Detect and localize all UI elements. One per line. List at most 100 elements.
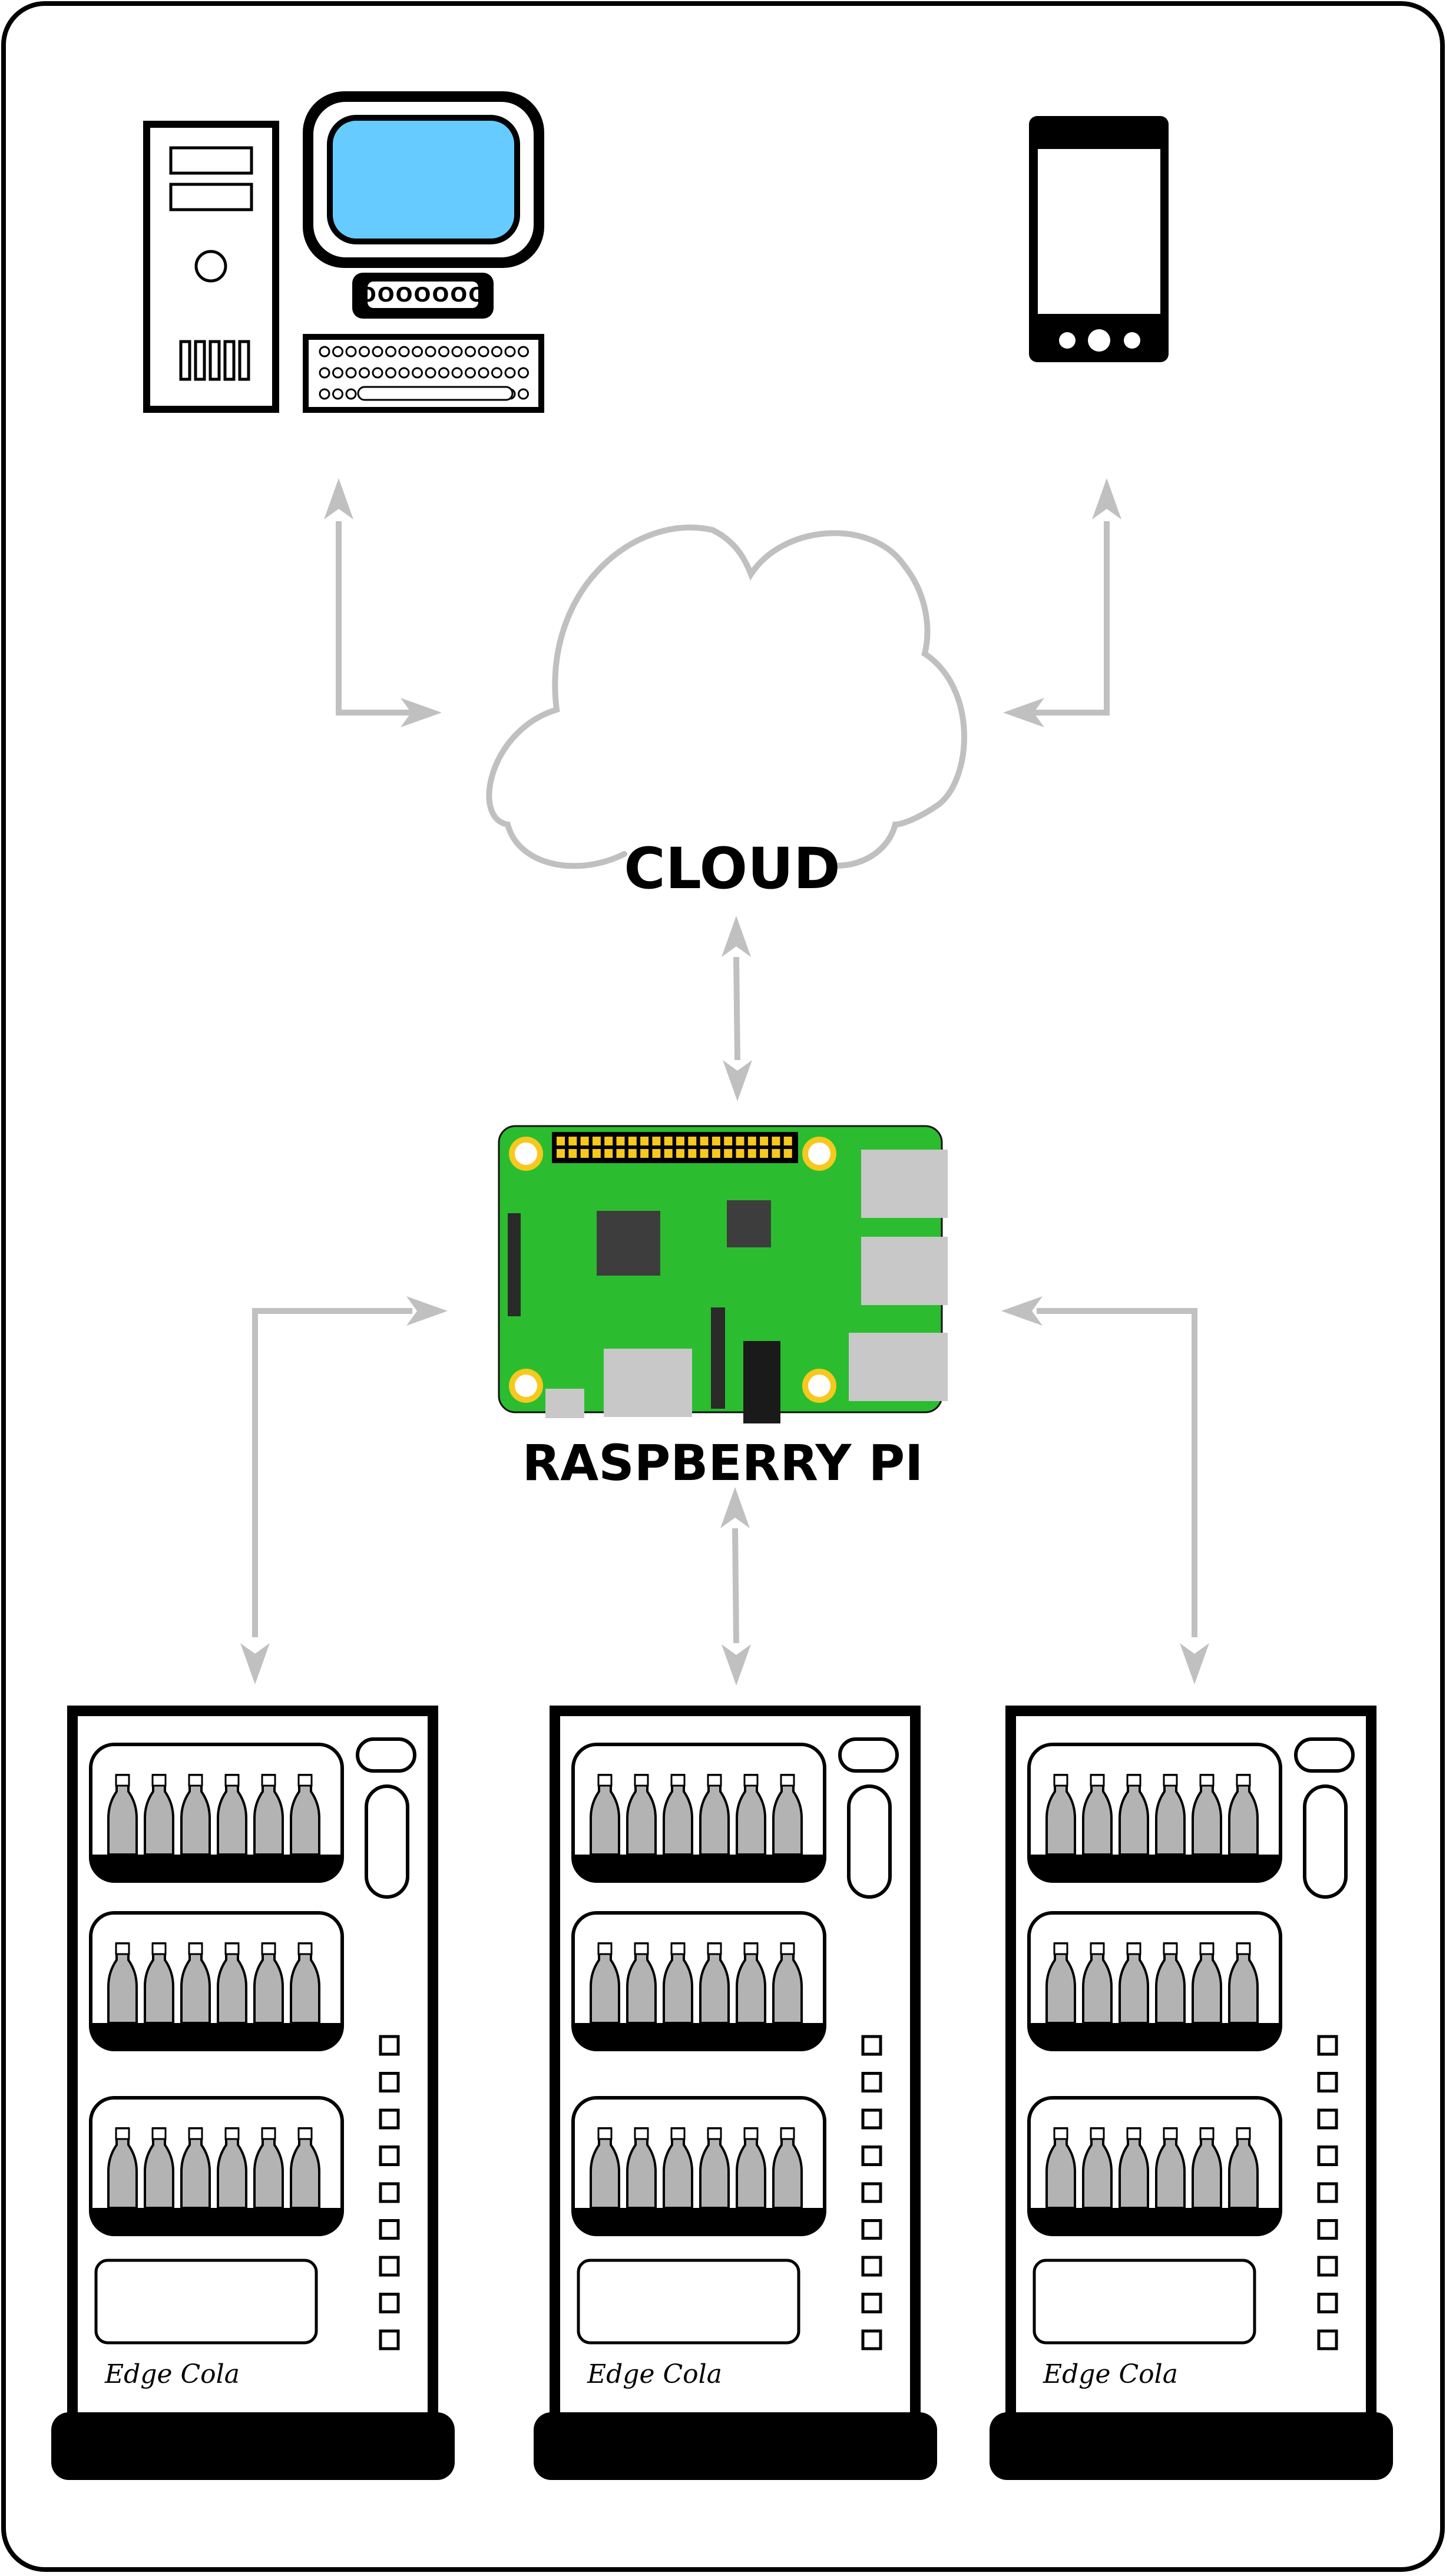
arrow-computer-cloud-line (336, 521, 412, 716)
selection-button (1317, 2329, 1338, 2350)
monitor-screen (327, 115, 520, 244)
dispense-tray (1033, 2259, 1256, 2345)
dispense-tray (577, 2259, 800, 2345)
vending-shelf (1027, 1911, 1282, 2051)
selection-button (379, 2108, 400, 2130)
coin-slot (356, 1737, 416, 1773)
bottle (736, 1774, 766, 1856)
vending-machine: Edge Cola (534, 1706, 937, 2480)
connection-arrows (240, 478, 1209, 1686)
arrow-pi-vm3-head-left (1001, 1296, 1043, 1326)
bottle (626, 1774, 657, 1856)
dispense-tray (94, 2259, 318, 2345)
bottle (699, 2127, 730, 2209)
bottle (1155, 1942, 1186, 2024)
bottle (736, 2127, 766, 2209)
selection-button (861, 2145, 882, 2166)
selection-button (1317, 2145, 1338, 2166)
raspberry-pi-label: RASPBERRY PI (522, 1434, 924, 1492)
selection-button (379, 2182, 400, 2203)
arrow-pi-vm1-head-right (406, 1296, 448, 1326)
selection-button (861, 2072, 882, 2092)
bottle (217, 1942, 247, 2024)
bottle (663, 1942, 693, 2024)
arrow-pi-vm2-head-up (720, 1487, 750, 1528)
bill-slot (365, 1784, 409, 1899)
selection-button (379, 2329, 400, 2350)
selection-button (1317, 2072, 1338, 2092)
bottle (1119, 1942, 1149, 2024)
vending-shelf (89, 1743, 344, 1883)
vending-shelf (89, 2096, 344, 2236)
arrow-cloud-pi-line (733, 956, 740, 1061)
bottle (107, 2127, 138, 2209)
raspberry-pi-icon: RASPBERRY PI (498, 1125, 948, 1492)
vending-shelf (571, 1743, 826, 1883)
bottle (144, 1774, 174, 1856)
selection-button (861, 2256, 882, 2277)
bottle (1155, 2127, 1186, 2209)
arrow-phone-cloud-head-left (1003, 698, 1044, 727)
brand-label: Edge Cola (1043, 2359, 1178, 2389)
bottle (290, 1942, 320, 2024)
selection-button (379, 2293, 400, 2313)
coin-slot (838, 1737, 899, 1773)
vending-machine: Edge Cola (51, 1706, 455, 2480)
cloud-icon: CLOUD (486, 524, 968, 902)
bottle (1228, 1942, 1259, 2024)
vending-shelf (1027, 2096, 1282, 2236)
selection-button (379, 2072, 400, 2092)
vending-shelf (571, 2096, 826, 2236)
bottle (180, 1942, 211, 2024)
bottle (626, 1942, 657, 2024)
brand-label: Edge Cola (104, 2359, 240, 2389)
bottle (180, 2127, 211, 2209)
selection-button (861, 2108, 882, 2130)
coin-slot (1294, 1737, 1355, 1773)
arrow-cloud-pi-head-down (723, 1060, 752, 1101)
bottle (1192, 1942, 1222, 2024)
bottle (772, 1942, 803, 2024)
vending-shelf (89, 1911, 344, 2051)
selection-button (861, 2293, 882, 2313)
vending-machine: Edge Cola (990, 1706, 1393, 2480)
arrow-phone-cloud-head-up (1092, 478, 1121, 519)
bottle (1045, 1774, 1076, 1856)
bottle (144, 2127, 174, 2209)
arrow-phone-cloud-line (1034, 521, 1110, 716)
computer-monitor: OOOOOOO (303, 91, 544, 319)
selection-button (1317, 2108, 1338, 2130)
bottle (144, 1942, 174, 2024)
arrow-pi-vm3-head-down (1180, 1643, 1209, 1684)
bottle (1045, 2127, 1076, 2209)
bottle (1192, 2127, 1222, 2209)
selection-button (379, 2219, 400, 2240)
selection-button (1317, 2256, 1338, 2277)
bottle (253, 2127, 284, 2209)
arrow-pi-vm1-head-down (240, 1643, 270, 1684)
arrow-cloud-pi-head-up (722, 916, 751, 957)
selection-button (861, 2219, 882, 2240)
arrow-pi-vm2-head-down (722, 1644, 751, 1686)
bottle (107, 1774, 138, 1856)
bottle (590, 1942, 620, 2024)
smartphone-icon (1029, 116, 1169, 362)
bottle (217, 1774, 247, 1856)
bottle (772, 2127, 803, 2209)
bottle (736, 1942, 766, 2024)
monitor-keypad-text: OOOOOOO (359, 283, 487, 307)
bottle (1045, 1942, 1076, 2024)
bottle (180, 1774, 211, 1856)
selection-button (379, 2145, 400, 2166)
bottle (663, 1774, 693, 1856)
arrow-pi-vm1-line (252, 1308, 412, 1637)
arrow-computer-cloud-head-right (401, 698, 442, 727)
bottle (1119, 2127, 1149, 2209)
selection-button (861, 2182, 882, 2203)
vending-shelf (571, 1911, 826, 2051)
bottle (663, 2127, 693, 2209)
bottle (1082, 2127, 1113, 2209)
selection-button (1317, 2182, 1338, 2203)
bottle (699, 1774, 730, 1856)
